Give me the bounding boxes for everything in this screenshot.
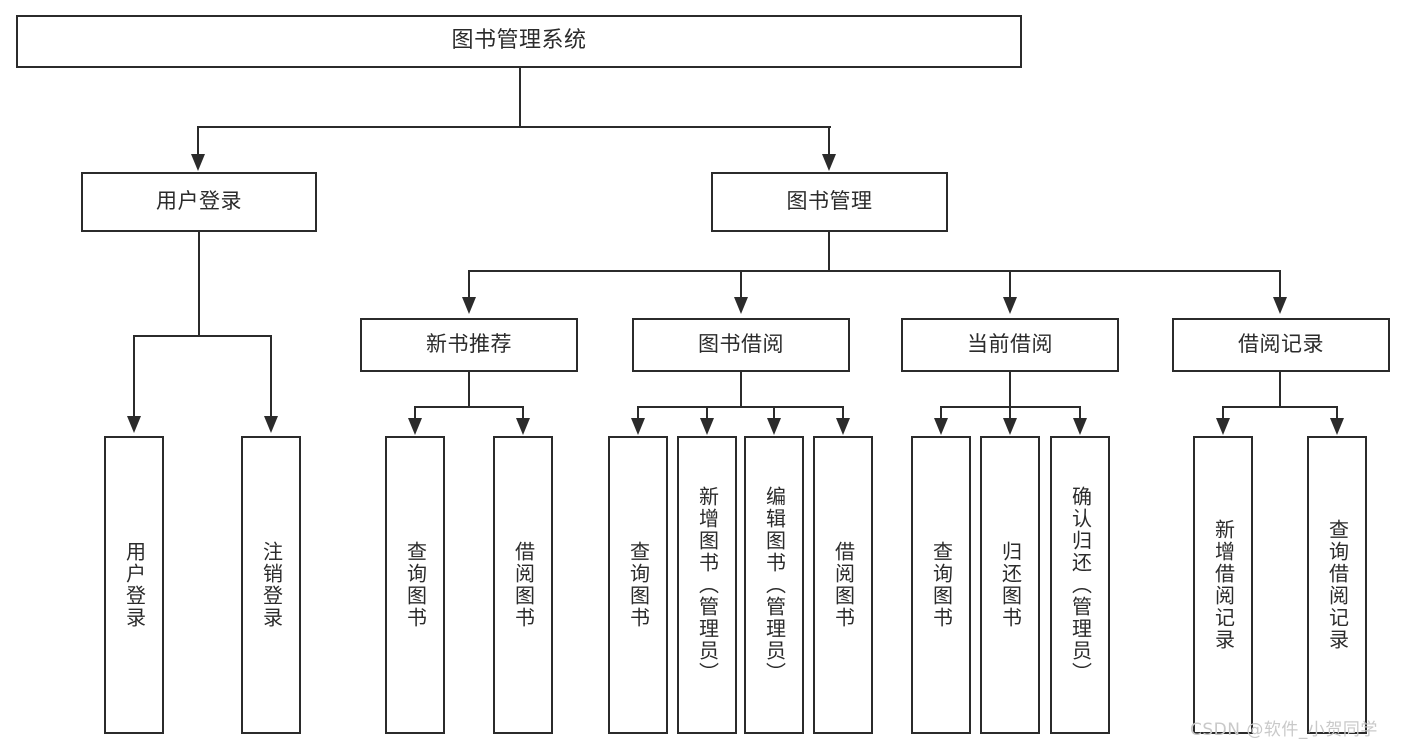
arrow-head-leaf-user-login bbox=[127, 416, 141, 433]
node-label: 查询借阅记录 bbox=[1325, 519, 1350, 651]
edge-user-login-drop-2 bbox=[270, 335, 272, 417]
watermark-text: CSDN @软件_小贺同学 bbox=[1190, 720, 1378, 740]
arrow-head-leaf-query-book-1 bbox=[408, 418, 422, 435]
arrow-head-new-book bbox=[462, 297, 476, 314]
arrow-head-leaf-add-record bbox=[1216, 418, 1230, 435]
edge-book-mgmt-stem bbox=[828, 232, 830, 271]
node-label: 编辑图书（管理员） bbox=[762, 486, 787, 684]
node-label: 查询图书 bbox=[626, 541, 651, 629]
node-label: 借阅记录 bbox=[1238, 332, 1324, 357]
node-root-system[interactable]: 图书管理系统 bbox=[16, 15, 1022, 68]
leaf-query-book-new[interactable]: 查询图书 bbox=[385, 436, 445, 734]
edge-borrow-record-drop-2 bbox=[1336, 406, 1338, 420]
leaf-query-book-current[interactable]: 查询图书 bbox=[911, 436, 971, 734]
arrow-head-book-mgmt bbox=[822, 154, 836, 171]
node-label: 确认归还（管理员） bbox=[1068, 486, 1093, 684]
edge-user-login-bus bbox=[133, 335, 272, 337]
arrow-head-book-borrow bbox=[734, 297, 748, 314]
edge-book-mgmt-bus bbox=[468, 270, 1280, 272]
edge-current-borrow-drop-1 bbox=[940, 406, 942, 420]
node-label: 查询图书 bbox=[929, 541, 954, 629]
edge-current-borrow-stem bbox=[1009, 372, 1011, 407]
node-label: 用户登录 bbox=[122, 541, 147, 629]
edge-new-book-drop-2 bbox=[522, 406, 524, 420]
node-label: 归还图书 bbox=[998, 541, 1023, 629]
edge-book-borrow-drop-3 bbox=[773, 406, 775, 420]
node-user-login[interactable]: 用户登录 bbox=[81, 172, 317, 232]
leaf-logout[interactable]: 注销登录 bbox=[241, 436, 301, 734]
node-borrow-record[interactable]: 借阅记录 bbox=[1172, 318, 1390, 372]
arrow-head-leaf-query-record bbox=[1330, 418, 1344, 435]
edge-new-book-bus bbox=[414, 406, 524, 408]
leaf-query-borrow-record[interactable]: 查询借阅记录 bbox=[1307, 436, 1367, 734]
arrow-head-current-borrow bbox=[1003, 297, 1017, 314]
edge-book-borrow-drop-1 bbox=[637, 406, 639, 420]
edge-current-borrow-drop-2 bbox=[1009, 406, 1011, 420]
edge-root-stem bbox=[519, 68, 521, 127]
node-label: 图书管理系统 bbox=[451, 28, 587, 54]
edge-current-borrow-drop-3 bbox=[1079, 406, 1081, 420]
edge-book-borrow-bus bbox=[637, 406, 844, 408]
edge-root-bus bbox=[197, 126, 831, 128]
node-new-book-recommend[interactable]: 新书推荐 bbox=[360, 318, 578, 372]
arrow-head-borrow-record bbox=[1273, 297, 1287, 314]
edge-root-to-book-mgmt bbox=[828, 126, 830, 156]
node-label: 借阅图书 bbox=[831, 541, 856, 629]
arrow-head-leaf-borrow-book-1 bbox=[516, 418, 530, 435]
arrow-head-leaf-borrow-book-2 bbox=[836, 418, 850, 435]
leaf-edit-book-admin[interactable]: 编辑图书（管理员） bbox=[744, 436, 804, 734]
edge-book-mgmt-drop-4 bbox=[1279, 270, 1281, 299]
node-label: 用户登录 bbox=[156, 189, 242, 214]
leaf-query-book-borrow[interactable]: 查询图书 bbox=[608, 436, 668, 734]
edge-borrow-record-bus bbox=[1222, 406, 1338, 408]
leaf-add-book-admin[interactable]: 新增图书（管理员） bbox=[677, 436, 737, 734]
edge-book-mgmt-drop-1 bbox=[468, 270, 470, 299]
node-label: 新书推荐 bbox=[426, 332, 512, 357]
node-current-borrow[interactable]: 当前借阅 bbox=[901, 318, 1119, 372]
arrow-head-user-login bbox=[191, 154, 205, 171]
edge-user-login-stem bbox=[198, 232, 200, 336]
edge-borrow-record-stem bbox=[1279, 372, 1281, 407]
node-book-management[interactable]: 图书管理 bbox=[711, 172, 948, 232]
leaf-add-borrow-record[interactable]: 新增借阅记录 bbox=[1193, 436, 1253, 734]
arrow-head-leaf-logout bbox=[264, 416, 278, 433]
arrow-head-leaf-query-book-2 bbox=[631, 418, 645, 435]
node-label: 图书管理 bbox=[786, 189, 873, 214]
edge-book-mgmt-drop-2 bbox=[740, 270, 742, 299]
leaf-borrow-book-new[interactable]: 借阅图书 bbox=[493, 436, 553, 734]
edge-new-book-stem bbox=[468, 372, 470, 407]
arrow-head-leaf-add-book bbox=[700, 418, 714, 435]
leaf-borrow-book[interactable]: 借阅图书 bbox=[813, 436, 873, 734]
edge-book-borrow-drop-4 bbox=[842, 406, 844, 420]
node-label: 查询图书 bbox=[403, 541, 428, 629]
node-label: 当前借阅 bbox=[967, 332, 1053, 357]
edge-new-book-drop-1 bbox=[414, 406, 416, 420]
arrow-head-leaf-return-book bbox=[1003, 418, 1017, 435]
edge-book-borrow-drop-2 bbox=[706, 406, 708, 420]
node-label: 注销登录 bbox=[259, 541, 284, 629]
edge-root-to-user-login bbox=[197, 126, 199, 156]
leaf-return-book[interactable]: 归还图书 bbox=[980, 436, 1040, 734]
edge-book-mgmt-drop-3 bbox=[1009, 270, 1011, 299]
leaf-user-login[interactable]: 用户登录 bbox=[104, 436, 164, 734]
node-book-borrow[interactable]: 图书借阅 bbox=[632, 318, 850, 372]
leaf-confirm-return-admin[interactable]: 确认归还（管理员） bbox=[1050, 436, 1110, 734]
arrow-head-leaf-confirm-return bbox=[1073, 418, 1087, 435]
node-label: 新增借阅记录 bbox=[1211, 519, 1236, 651]
node-label: 新增图书（管理员） bbox=[695, 486, 720, 684]
node-label: 图书借阅 bbox=[698, 332, 784, 357]
edge-user-login-drop-1 bbox=[133, 335, 135, 417]
edge-borrow-record-drop-1 bbox=[1222, 406, 1224, 420]
arrow-head-leaf-edit-book bbox=[767, 418, 781, 435]
node-label: 借阅图书 bbox=[511, 541, 536, 629]
edge-book-borrow-stem bbox=[740, 372, 742, 407]
arrow-head-leaf-query-book-3 bbox=[934, 418, 948, 435]
